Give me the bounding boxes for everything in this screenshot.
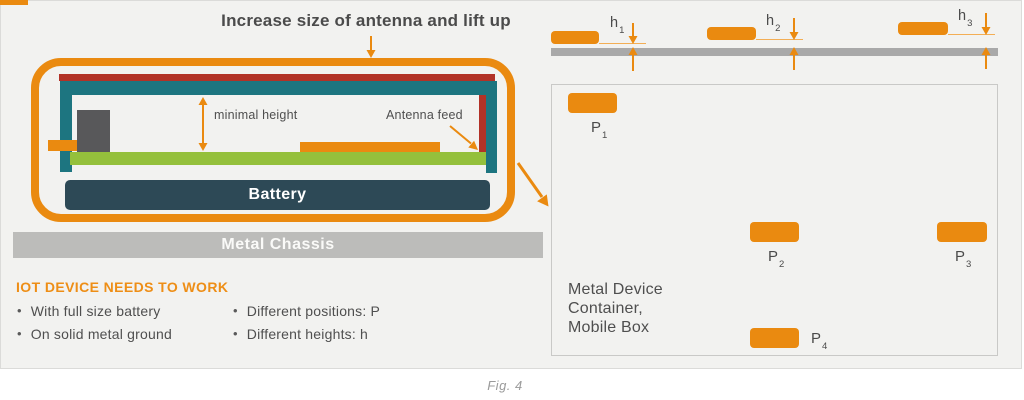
- requirements-column-2: • Different positions: P • Different hei…: [233, 299, 380, 345]
- chip-antenna: [300, 142, 440, 152]
- requirements-column-1: • With full size battery • On solid meta…: [17, 299, 172, 345]
- height-label-h1: h1: [610, 15, 625, 36]
- requirement-item: • On solid metal ground: [17, 322, 172, 345]
- figure-title: Increase size of antenna and lift up: [221, 11, 511, 30]
- bullet-icon: •: [17, 326, 22, 341]
- height-reference-line-2: [756, 38, 803, 40]
- antenna-position-p3: [937, 222, 987, 242]
- enclosure-right-wall: [486, 81, 497, 173]
- position-label-p2: P2: [768, 248, 785, 270]
- position-label-p3: P3: [955, 248, 972, 270]
- antenna-position-p4: [750, 328, 799, 348]
- lifted-antenna-bar: [59, 74, 495, 81]
- minimal-height-label: minimal height: [214, 108, 298, 122]
- position-label-p4: P4: [811, 330, 828, 352]
- battery-block: Battery: [65, 180, 490, 210]
- position-label-p1: P1: [591, 119, 608, 141]
- container-label: Metal Device Container, Mobile Box: [568, 281, 663, 336]
- requirements-heading: IOT DEVICE NEEDS TO WORK: [16, 279, 229, 295]
- requirement-text: With full size battery: [30, 302, 161, 319]
- metal-chassis-bar: Metal Chassis: [13, 232, 543, 258]
- bullet-icon: •: [17, 303, 22, 318]
- height-label-h2: h2: [766, 13, 781, 34]
- component-block: [77, 110, 110, 152]
- requirement-item: • Different heights: h: [233, 322, 380, 345]
- antenna-h1: [551, 31, 599, 44]
- height-reference-line-1: [599, 42, 646, 44]
- lifted-antenna-feed-leg: [479, 74, 486, 152]
- requirement-item: • Different positions: P: [233, 299, 380, 322]
- bullet-icon: •: [233, 326, 238, 341]
- pcb-board: [70, 152, 486, 165]
- figure-caption: Fig. 4: [487, 378, 523, 393]
- top-left-accent: [0, 0, 28, 5]
- metal-ground-bar: [551, 48, 998, 56]
- antenna-position-p2: [750, 222, 799, 242]
- antenna-h3: [898, 22, 948, 35]
- height-label-h3: h3: [958, 8, 973, 29]
- device-outline-frame: [31, 58, 515, 222]
- side-connector: [48, 140, 77, 151]
- requirement-text: Different positions: P: [246, 302, 381, 319]
- requirement-text: On solid metal ground: [30, 325, 172, 342]
- enclosure-top-bar: [60, 81, 497, 95]
- antenna-feed-label: Antenna feed: [386, 108, 463, 122]
- antenna-position-p1: [568, 93, 617, 113]
- height-reference-line-3: [948, 33, 995, 35]
- requirement-item: • With full size battery: [17, 299, 172, 322]
- requirement-text: Different heights: h: [246, 325, 369, 342]
- antenna-h2: [707, 27, 756, 40]
- bullet-icon: •: [233, 303, 238, 318]
- device-container-box: [551, 84, 998, 356]
